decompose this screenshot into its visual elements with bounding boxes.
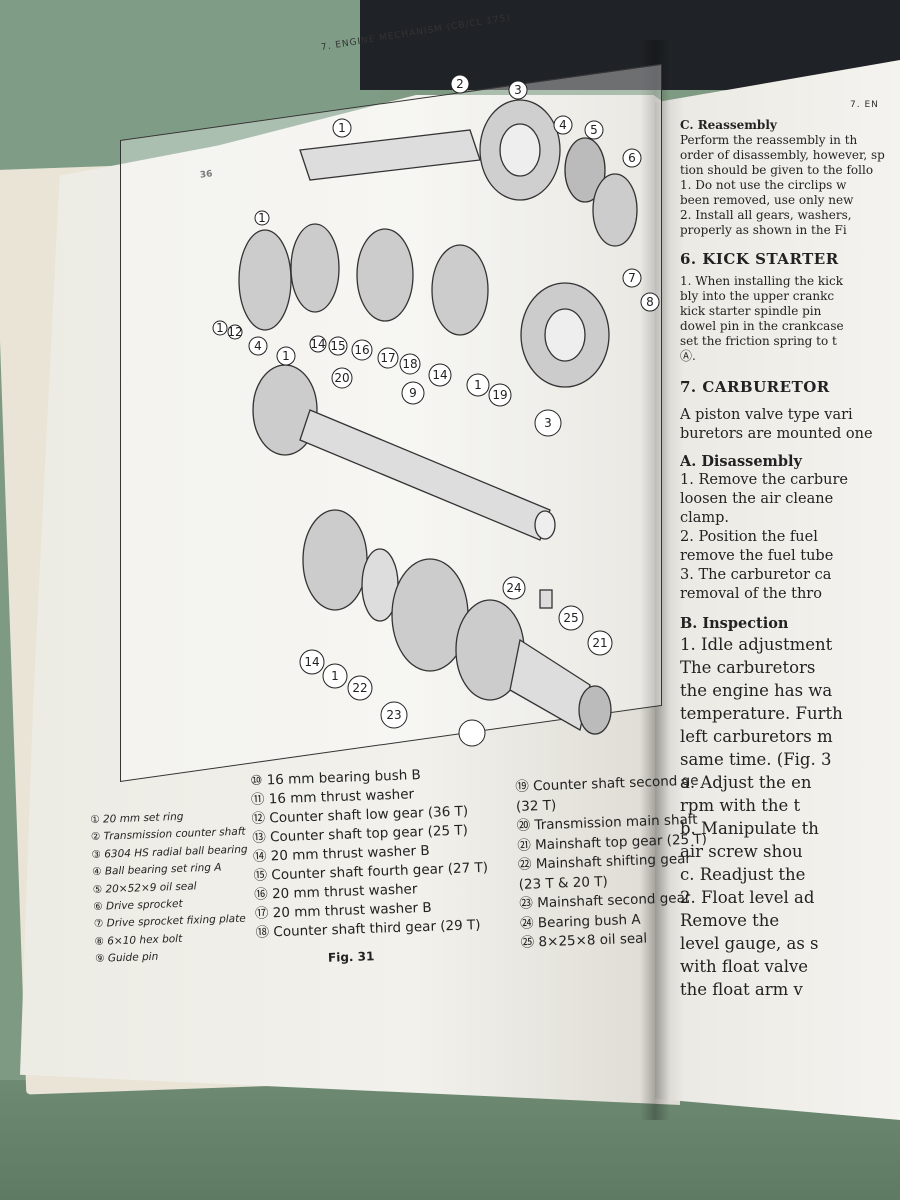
text-line: left carburetors m [680,727,833,746]
diagram-callout: 20 [334,371,349,385]
diagram-callout: 4 [559,118,567,132]
book-spine-fold [640,40,670,1120]
text-line: properly as shown in the Fi [680,223,847,237]
diagram-callout: 1 [338,121,346,135]
diagram-callout: 7 [628,271,636,285]
diagram-callout: 18 [402,357,417,371]
text-line: 1. Remove the carbure [680,472,848,488]
diagram-callout: 1 [282,349,290,363]
text-line: 1. When installing the kick [680,274,843,288]
diagram-callout: 23 [386,708,401,722]
text-line: 2. Position the fuel [680,529,818,545]
text-line: level gauge, as s [680,934,819,953]
diagram-callout: 14 [304,655,319,669]
diagram-callout: 2 [456,77,464,91]
diagram-callout: 14 [310,337,325,351]
text-line: temperature. Furth [680,704,843,723]
text-line: c. Readjust the [680,865,806,884]
diagram-callout: 1 [258,211,266,225]
text-line: removal of the thro [680,586,822,602]
text-line: Remove the [680,911,780,930]
diagram-callout: 5 [590,123,598,137]
subsection-title: C. Reassembly [680,118,777,132]
diagram-callout: 15 [330,339,345,353]
text-line: 2. Float level ad [680,888,815,907]
text-line: Perform the reassembly in th [680,133,858,147]
text-line: the float arm v [680,980,803,999]
diagram-callout: 6 [628,151,636,165]
text-line: A piston valve type vari [680,407,853,423]
section-title-carburetor: 7. CARBURETOR [680,378,830,396]
background-dark-object [360,0,900,90]
right-page-text: C. Reassembly Perform the reassembly in … [680,118,900,1001]
diagram-callout: 9 [409,386,417,400]
diagram-callout: 17 [380,351,395,365]
diagram-callout: 12 [227,325,242,339]
legend-column-1: ① 20 mm set ring ② Transmission counter … [90,807,251,969]
text-line: 1. Idle adjustment [680,635,833,654]
text-line: set the friction spring to t [680,334,837,348]
text-line: dowel pin in the crankcase [680,319,844,333]
section-title-kick-starter: 6. KICK STARTER [680,250,839,268]
subsection-title: A. Disassembly [680,453,802,470]
text-line: same time. (Fig. 3 [680,750,832,769]
text-line: air screw shou [680,842,803,861]
diagram-callout: 19 [492,388,507,402]
diagram-callout: 22 [352,681,367,695]
text-line: a. Adjust the en [680,773,812,792]
diagram-callout: 8 [646,295,654,309]
right-running-head: 7. EN [850,100,879,110]
diagram-callout: 3 [514,83,522,97]
diagram-callout: 1 [331,669,339,683]
diagram-callout: 24 [506,581,521,595]
text-line: kick starter spindle pin [680,304,822,318]
diagram-callout: 1 [474,378,482,392]
subsection-title: B. Inspection [680,615,789,632]
text-line: with float valve [680,957,809,976]
diagram-callout: 14 [432,368,447,382]
text-line: the engine has wa [680,681,833,700]
diagram-callout: 4 [254,339,262,353]
text-line: The carburetors [680,658,816,677]
diagram-callout: 16 [354,343,369,357]
text-line: remove the fuel tube [680,548,834,564]
text-line: 3. The carburetor ca [680,567,832,583]
text-line: order of disassembly, however, sp [680,148,885,162]
text-line: loosen the air cleane [680,491,834,507]
figure-caption: Fig. 31 [327,949,375,965]
right-page [655,60,900,1120]
text-line: Ⓐ. [680,349,696,363]
text-line: been removed, use only new [680,193,854,207]
text-line: b. Manipulate th [680,819,819,838]
diagram-callout: 21 [592,636,607,650]
text-line: 1. Do not use the circlips w [680,178,847,192]
text-line: buretors are mounted one [680,426,873,442]
text-line: 2. Install all gears, washers, [680,208,852,222]
diagram-callout: 25 [563,611,578,625]
diagram-callout: 3 [544,416,552,430]
legend-column-2: ⑩ 16 mm bearing bush B ⑪ 16 mm thrust wa… [250,764,490,943]
text-line: bly into the upper crankc [680,289,835,303]
text-line: clamp. [680,510,730,526]
text-line: tion should be given to the follo [680,163,874,177]
diagram-callout: 1 [216,321,224,335]
text-line: rpm with the t [680,796,801,815]
